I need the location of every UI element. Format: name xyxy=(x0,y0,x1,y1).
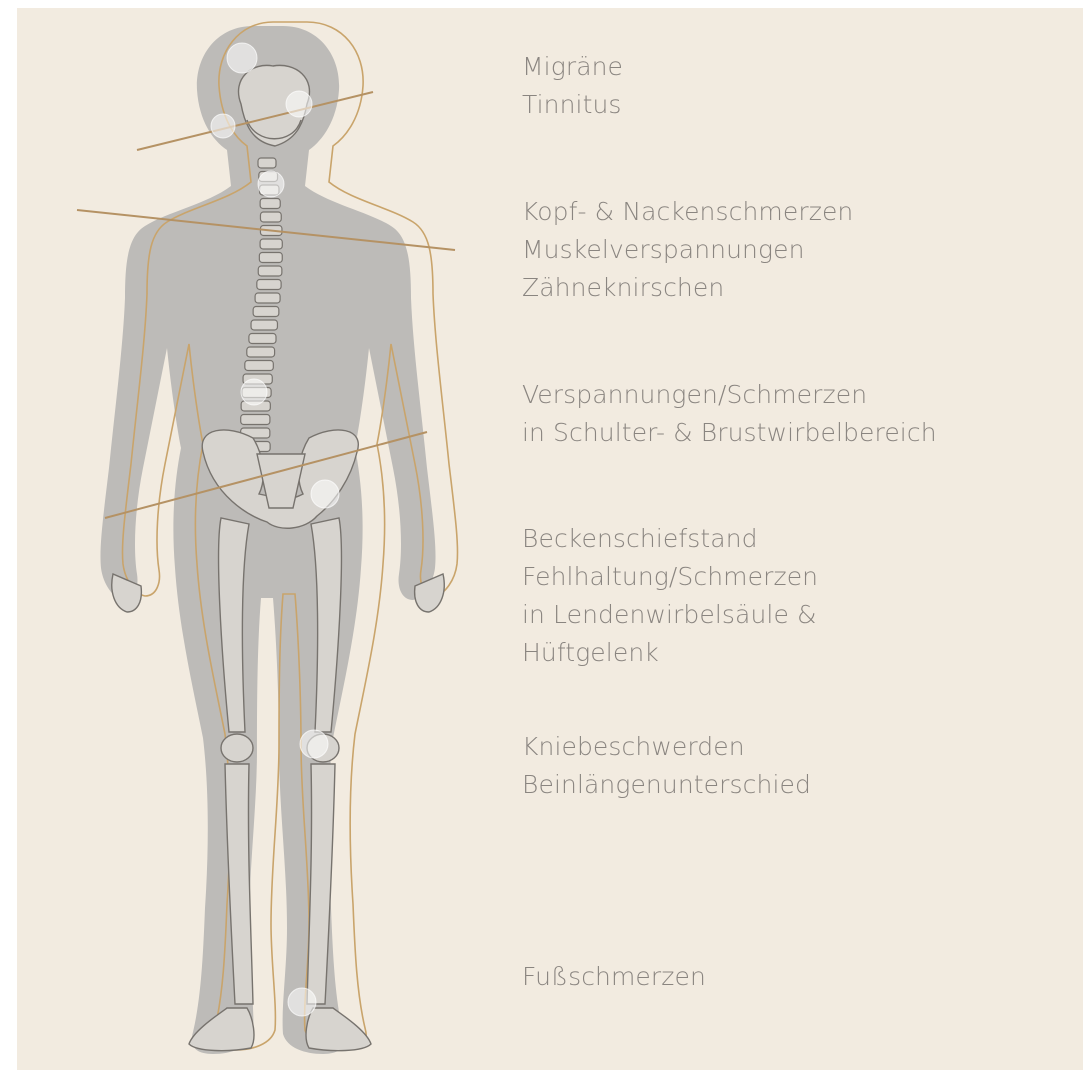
pain-marker-neck xyxy=(258,171,284,197)
vertebra xyxy=(260,212,281,222)
symptom-label: Hüftgelenk xyxy=(522,634,818,672)
vertebra xyxy=(255,293,280,303)
symptom-label: Muskelverspannungen xyxy=(522,231,853,269)
body-illustration xyxy=(17,8,537,1070)
symptom-label: Fußschmerzen xyxy=(522,958,706,996)
symptom-group-foot: Fußschmerzen xyxy=(522,958,706,996)
symptom-label: in Lendenwirbelsäule & xyxy=(522,596,818,634)
symptom-label: in Schulter- & Brustwirbelbereich xyxy=(522,414,937,452)
symptom-label: Fehlhaltung/Schmerzen xyxy=(522,558,818,596)
pain-marker-head xyxy=(227,43,257,73)
symptom-label: Kopf- & Nackenschmerzen xyxy=(522,193,853,231)
left-knee xyxy=(221,734,253,762)
pain-marker-knee xyxy=(300,730,328,758)
diagram-canvas: Migräne Tinnitus Kopf- & Nackenschmerzen… xyxy=(17,8,1083,1070)
vertebra xyxy=(260,239,282,249)
symptom-group-pelvis: Beckenschiefstand Fehlhaltung/Schmerzen … xyxy=(522,520,818,672)
symptom-group-knee: Kniebeschwerden Beinlängenunterschied xyxy=(522,728,811,804)
vertebra xyxy=(259,253,282,263)
vertebra xyxy=(253,307,279,317)
symptom-group-head: Migräne Tinnitus xyxy=(522,48,623,124)
body-figure xyxy=(17,8,537,1070)
symptom-label: Kniebeschwerden xyxy=(522,728,811,766)
pain-marker-ear xyxy=(286,91,312,117)
symptom-label: Beckenschiefstand xyxy=(522,520,818,558)
symptom-label: Migräne xyxy=(522,48,623,86)
vertebra xyxy=(258,158,276,168)
pain-marker-mid-back xyxy=(241,379,267,405)
vertebra xyxy=(257,280,281,290)
vertebra xyxy=(245,361,273,371)
symptom-group-shoulder: Verspannungen/Schmerzen in Schulter- & B… xyxy=(522,376,937,452)
symptom-label: Tinnitus xyxy=(522,86,623,124)
vertebra xyxy=(260,199,280,209)
vertebra xyxy=(247,347,275,357)
pain-marker-hip xyxy=(311,480,339,508)
symptom-label: Verspannungen/Schmerzen xyxy=(522,376,937,414)
vertebra xyxy=(251,320,277,330)
symptom-label: Beinlängenunterschied xyxy=(522,766,811,804)
vertebra xyxy=(241,415,270,425)
vertebra xyxy=(258,266,282,276)
pain-marker-foot xyxy=(288,988,316,1016)
symptom-group-neck: Kopf- & Nackenschmerzen Muskelverspannun… xyxy=(522,193,853,307)
symptom-labels: Migräne Tinnitus Kopf- & Nackenschmerzen… xyxy=(522,8,1082,1070)
symptom-label: Zähneknirschen xyxy=(522,269,853,307)
pain-marker-jaw xyxy=(211,114,235,138)
vertebra xyxy=(249,334,276,344)
